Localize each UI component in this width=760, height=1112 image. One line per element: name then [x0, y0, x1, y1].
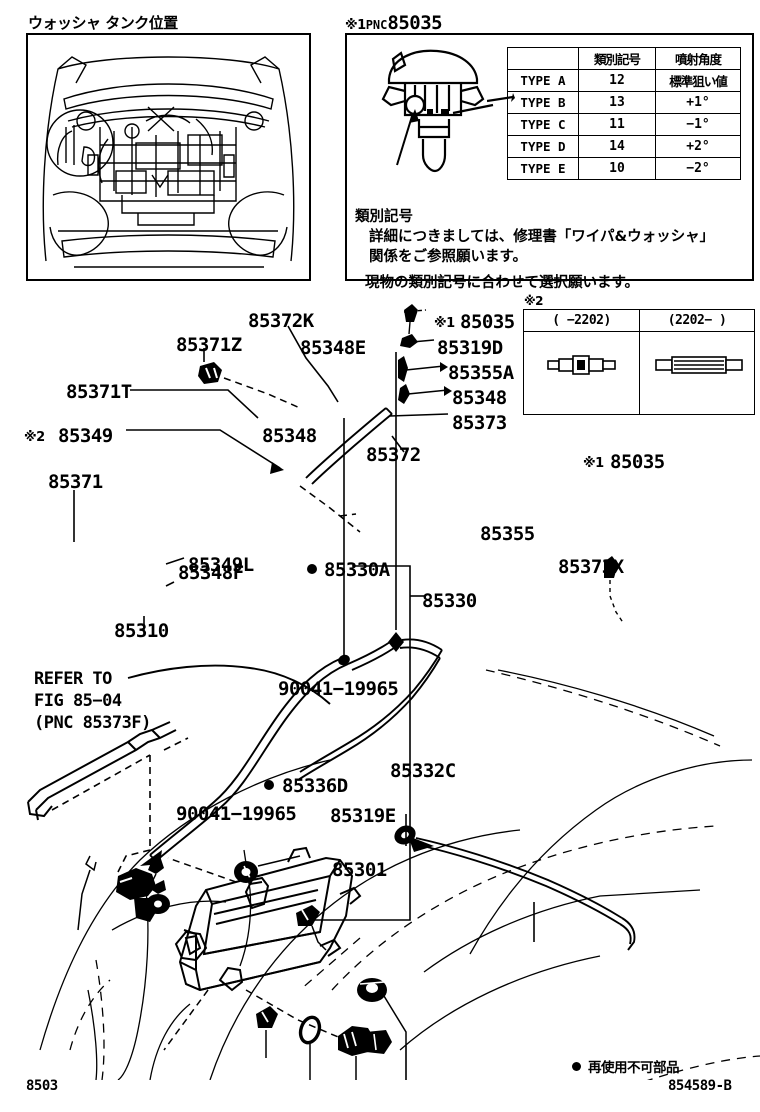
cell-code: 14: [578, 135, 656, 158]
refer-to-block: REFER TO FIG 85−04 (PNC 85373F): [34, 668, 151, 734]
callout-85035-lower: 85035: [610, 451, 665, 473]
callout-85349: 85349: [58, 425, 113, 447]
callout-85371Z: 85371Z: [176, 334, 242, 356]
callout-85035-lower-mark: ※1: [583, 456, 604, 471]
non-reusable-marker-85330A: [307, 564, 317, 574]
legend-dot-icon: [572, 1062, 581, 1071]
header-code: 類別記号: [578, 47, 656, 70]
cell-type: TYPE A: [507, 69, 579, 92]
footer-right-code: 854589-B: [668, 1078, 732, 1094]
washer-tank-location-title: ウォッシャ タンク位置: [28, 14, 178, 32]
variant-header-late: (2202− ): [640, 310, 754, 332]
callout-85355A: 85355A: [448, 362, 514, 384]
nozzle-notes: 類別記号 詳細につきましては、修理書「ワイパ&ウォッシャ」 関係をご参照願います…: [355, 207, 747, 293]
variant-table: ( −2202) (2202− ): [523, 309, 755, 415]
callout-85348-upper: 85348: [262, 425, 317, 447]
callout-85371T: 85371T: [66, 381, 132, 403]
table-row: TYPE A 12 標準狙い値: [507, 69, 741, 92]
cell-type: TYPE C: [507, 113, 579, 136]
callout-85349L: 85349L: [188, 554, 254, 576]
washer-nozzle-illustration: [381, 49, 494, 173]
cell-angle: −2°: [655, 157, 741, 180]
header-blank: [507, 47, 579, 70]
callout-85319D: 85319D: [437, 337, 503, 359]
variant-table-mark: ※2: [524, 294, 544, 308]
washer-tank-location-box: [26, 33, 311, 281]
variant-part-late-icon: [655, 356, 743, 374]
cell-code: 11: [578, 113, 656, 136]
non-reusable-marker-85336D: [264, 780, 274, 790]
callout-85371: 85371: [48, 471, 103, 493]
callout-85372: 85372: [366, 444, 421, 466]
callout-85348F: 85348F: [178, 562, 244, 584]
legend-non-reusable: 再使用不可部品: [572, 1056, 680, 1076]
variant-column-early: ( −2202): [524, 310, 639, 414]
callout-90041-19965-upper: 90041−19965: [278, 678, 399, 700]
header-angle: 噴射角度: [655, 47, 741, 70]
cell-code: 12: [578, 69, 656, 92]
cell-code: 13: [578, 91, 656, 114]
nozzle-note-title: ※1PNC85035: [345, 12, 443, 34]
callout-85301: 85301: [332, 859, 387, 881]
nozzle-type-table: 類別記号 噴射角度 TYPE A 12 標準狙い値 TYPE B 13 +1° …: [507, 47, 741, 180]
table-header-row: 類別記号 噴射角度: [507, 47, 741, 70]
legend-text: 再使用不可部品: [588, 1060, 680, 1076]
callout-85373: 85373: [452, 412, 507, 434]
cell-angle: +2°: [655, 135, 741, 158]
callout-85336D: 85336D: [282, 775, 348, 797]
note-line-2: 詳細につきましては、修理書「ワイパ&ウォッシャ」: [369, 229, 715, 245]
callout-85349-mark: ※2: [24, 430, 45, 445]
cell-type: TYPE B: [507, 91, 579, 114]
table-row: TYPE B 13 +1°: [507, 91, 741, 114]
engine-bay-illustration: [42, 56, 295, 268]
footer-left-code: 8503: [26, 1078, 58, 1094]
variant-part-early-icon: [547, 355, 616, 375]
table-row: TYPE D 14 +2°: [507, 135, 741, 158]
callout-85035-upper-mark: ※1: [434, 316, 455, 331]
callout-85348-right: 85348: [452, 387, 507, 409]
callout-85332C: 85332C: [390, 760, 456, 782]
callout-85319E: 85319E: [330, 805, 396, 827]
callout-85330A: 85330A: [324, 559, 390, 581]
callout-85035-upper: 85035: [460, 311, 515, 333]
callout-85348E: 85348E: [300, 337, 366, 359]
cell-type: TYPE D: [507, 135, 579, 158]
callout-85373X: 85373X: [558, 556, 624, 578]
refer-to-line-2: FIG 85−04: [34, 691, 122, 711]
table-row: TYPE E 10 −2°: [507, 157, 741, 180]
cell-angle: −1°: [655, 113, 741, 136]
cell-code: 10: [578, 157, 656, 180]
callout-85355: 85355: [480, 523, 535, 545]
cell-type: TYPE E: [507, 157, 579, 180]
callout-85372K: 85372K: [248, 310, 314, 332]
table-row: TYPE C 11 −1°: [507, 113, 741, 136]
cell-angle: +1°: [655, 91, 741, 114]
variant-column-late: (2202− ): [639, 310, 754, 414]
callout-85310: 85310: [114, 620, 169, 642]
nozzle-note-pnc: PNC: [365, 18, 388, 32]
note-line-4: 現物の類別記号に合わせて選択願います。: [365, 275, 640, 291]
note-line-3: 関係をご参照願います。: [369, 249, 528, 265]
callout-85330: 85330: [422, 590, 477, 612]
nozzle-type-box: 類別記号 噴射角度 TYPE A 12 標準狙い値 TYPE B 13 +1° …: [345, 33, 754, 291]
variant-header-early: ( −2202): [524, 310, 639, 332]
cell-angle: 標準狙い値: [655, 69, 741, 92]
nozzle-note-mark: ※1: [345, 18, 366, 33]
note-line-1: 類別記号: [355, 209, 413, 225]
refer-to-line-1: REFER TO: [34, 669, 112, 689]
refer-to-line-3: (PNC 85373F): [34, 713, 151, 733]
callout-90041-19965-lower: 90041−19965: [176, 803, 297, 825]
nozzle-note-number: 85035: [387, 12, 443, 34]
